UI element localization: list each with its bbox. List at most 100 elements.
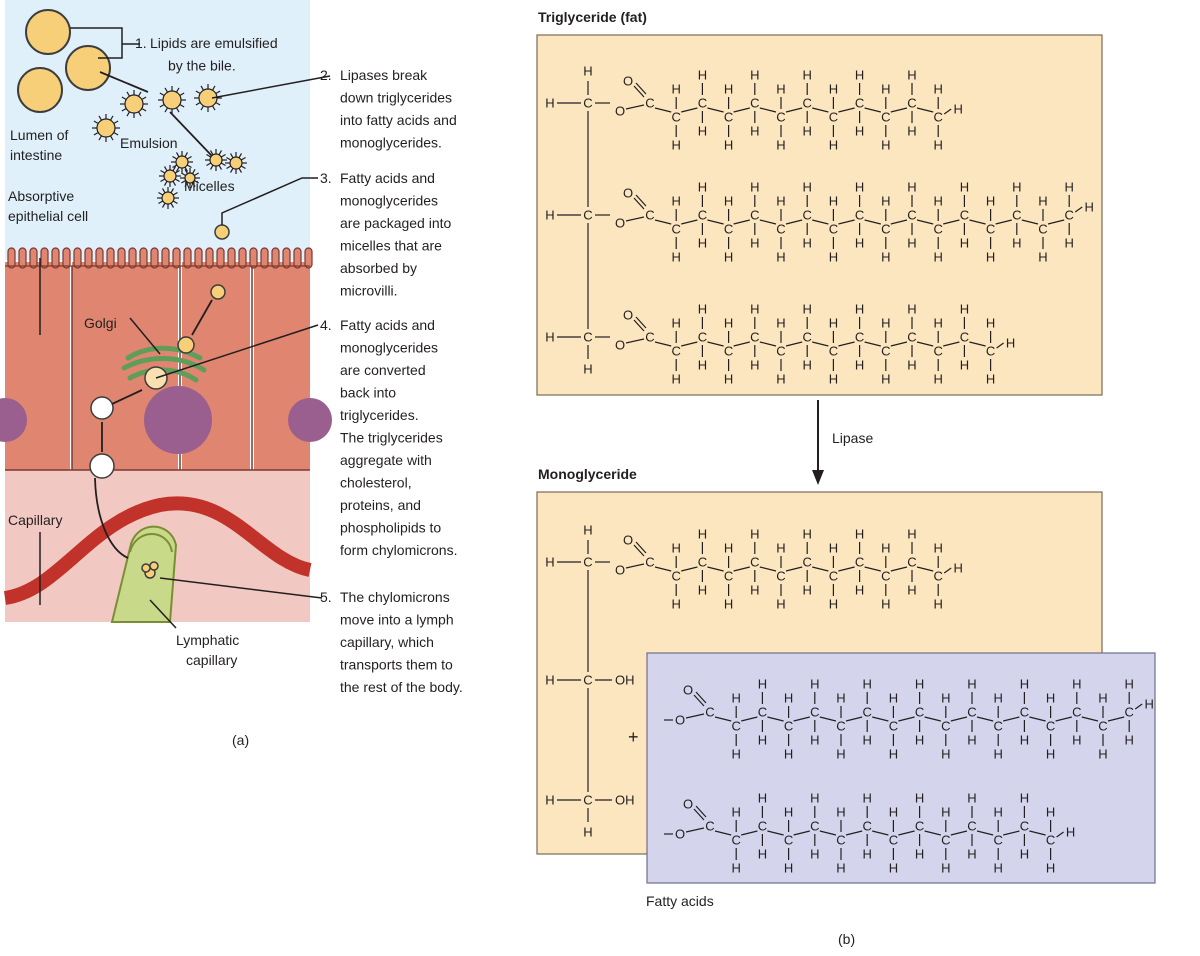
step-number: 2.: [320, 67, 332, 83]
atom-H: H: [803, 358, 812, 373]
atom-H: H: [829, 82, 838, 97]
microvillus: [216, 247, 225, 269]
bond: [845, 830, 863, 836]
atom-O: O: [623, 186, 633, 201]
atom-C: C: [583, 208, 592, 223]
bond: [890, 341, 908, 347]
atom-H: H: [724, 82, 733, 97]
atom-C: C: [645, 555, 654, 570]
atom-C: C: [863, 819, 872, 834]
microvillus: [194, 247, 203, 269]
microvillus: [293, 247, 302, 269]
atom-H: H: [672, 316, 681, 331]
step-text-line: cholesterol,: [340, 475, 412, 491]
micelle-droplet: [92, 114, 120, 142]
atom-H: H: [994, 861, 1003, 876]
atom-C: C: [829, 110, 838, 125]
atom-H: H: [915, 847, 924, 862]
epithelial-label-line2: epithelial cell: [8, 208, 88, 224]
microvillus: [205, 247, 214, 269]
atom-H: H: [1046, 691, 1055, 706]
atom-H: H: [934, 138, 943, 153]
atom-H: H: [907, 180, 916, 195]
step-text-line: monoglycerides.: [340, 135, 442, 151]
atom-H: H: [1072, 677, 1081, 692]
atom-C: C: [784, 833, 793, 848]
atom-H: H: [855, 527, 864, 542]
bond: [924, 830, 941, 836]
atom-H: H: [545, 555, 554, 570]
bond: [733, 566, 750, 572]
atom-H: H: [954, 561, 963, 576]
lymphatic-capillary: [110, 525, 178, 623]
atom-H: H: [934, 194, 943, 209]
atom-H: H: [750, 68, 759, 83]
bond: [759, 107, 777, 113]
bond: [838, 341, 855, 347]
bond: [654, 219, 672, 225]
atom-H: H: [836, 861, 845, 876]
bond: [707, 566, 724, 572]
atom-H: H: [855, 236, 864, 251]
bond: [785, 341, 803, 347]
atom-H: H: [1006, 336, 1015, 351]
atom-H: H: [967, 733, 976, 748]
atom-H: H: [907, 583, 916, 598]
step-text-line: absorbed by: [340, 260, 417, 276]
atom-H: H: [1046, 747, 1055, 762]
micelle-droplet: [159, 165, 181, 187]
nucleus: [144, 386, 212, 454]
atom-C: C: [705, 819, 714, 834]
triglyceride-box: [536, 34, 1103, 396]
panel-a-labels: Lumen of intestine Absorptive epithelial…: [8, 127, 249, 748]
atom-H: H: [698, 358, 707, 373]
atom-H: H: [881, 82, 890, 97]
atom-C: C: [915, 705, 924, 720]
atom-H: H: [724, 597, 733, 612]
atom-H: H: [698, 124, 707, 139]
atom-H: H: [881, 138, 890, 153]
atom-H: H: [907, 68, 916, 83]
atom-C: C: [803, 555, 812, 570]
atom-H: H: [967, 847, 976, 862]
atom-H: H: [672, 372, 681, 387]
atom-C: C: [934, 110, 943, 125]
atom-H: H: [776, 82, 785, 97]
triglyceride-title: Triglyceride (fat): [538, 9, 647, 25]
atom-C: C: [907, 96, 916, 111]
monoglyceride-title: Monoglyceride: [538, 466, 637, 482]
atom-H: H: [934, 372, 943, 387]
atom-H: H: [810, 791, 819, 806]
atom-H: H: [750, 236, 759, 251]
bond: [1081, 716, 1099, 722]
atom-H: H: [750, 583, 759, 598]
leader-lines: [39, 27, 331, 629]
atom-O: O: [615, 563, 625, 578]
atom-H: H: [829, 250, 838, 265]
atom-H: H: [934, 82, 943, 97]
atom-C: C: [881, 344, 890, 359]
microvillus: [227, 247, 236, 269]
step-text-line: The triglycerides: [340, 430, 443, 446]
atom-H: H: [750, 358, 759, 373]
micelle-droplet: [157, 187, 179, 209]
bond: [1029, 830, 1046, 836]
atom-H: H: [994, 805, 1003, 820]
atom-C: C: [698, 208, 707, 223]
bond: [733, 107, 750, 113]
bond: [625, 216, 645, 222]
atom-C: C: [750, 330, 759, 345]
atom-C: C: [698, 555, 707, 570]
microvillus: [62, 247, 71, 269]
atom-H: H: [855, 68, 864, 83]
atom-H: H: [1038, 250, 1047, 265]
atom-H: H: [960, 180, 969, 195]
atom-H: H: [829, 372, 838, 387]
atom-H: H: [1098, 747, 1107, 762]
atom-C: C: [724, 110, 733, 125]
atom-O: O: [615, 104, 625, 119]
atom-C: C: [583, 555, 592, 570]
bond: [633, 544, 645, 557]
